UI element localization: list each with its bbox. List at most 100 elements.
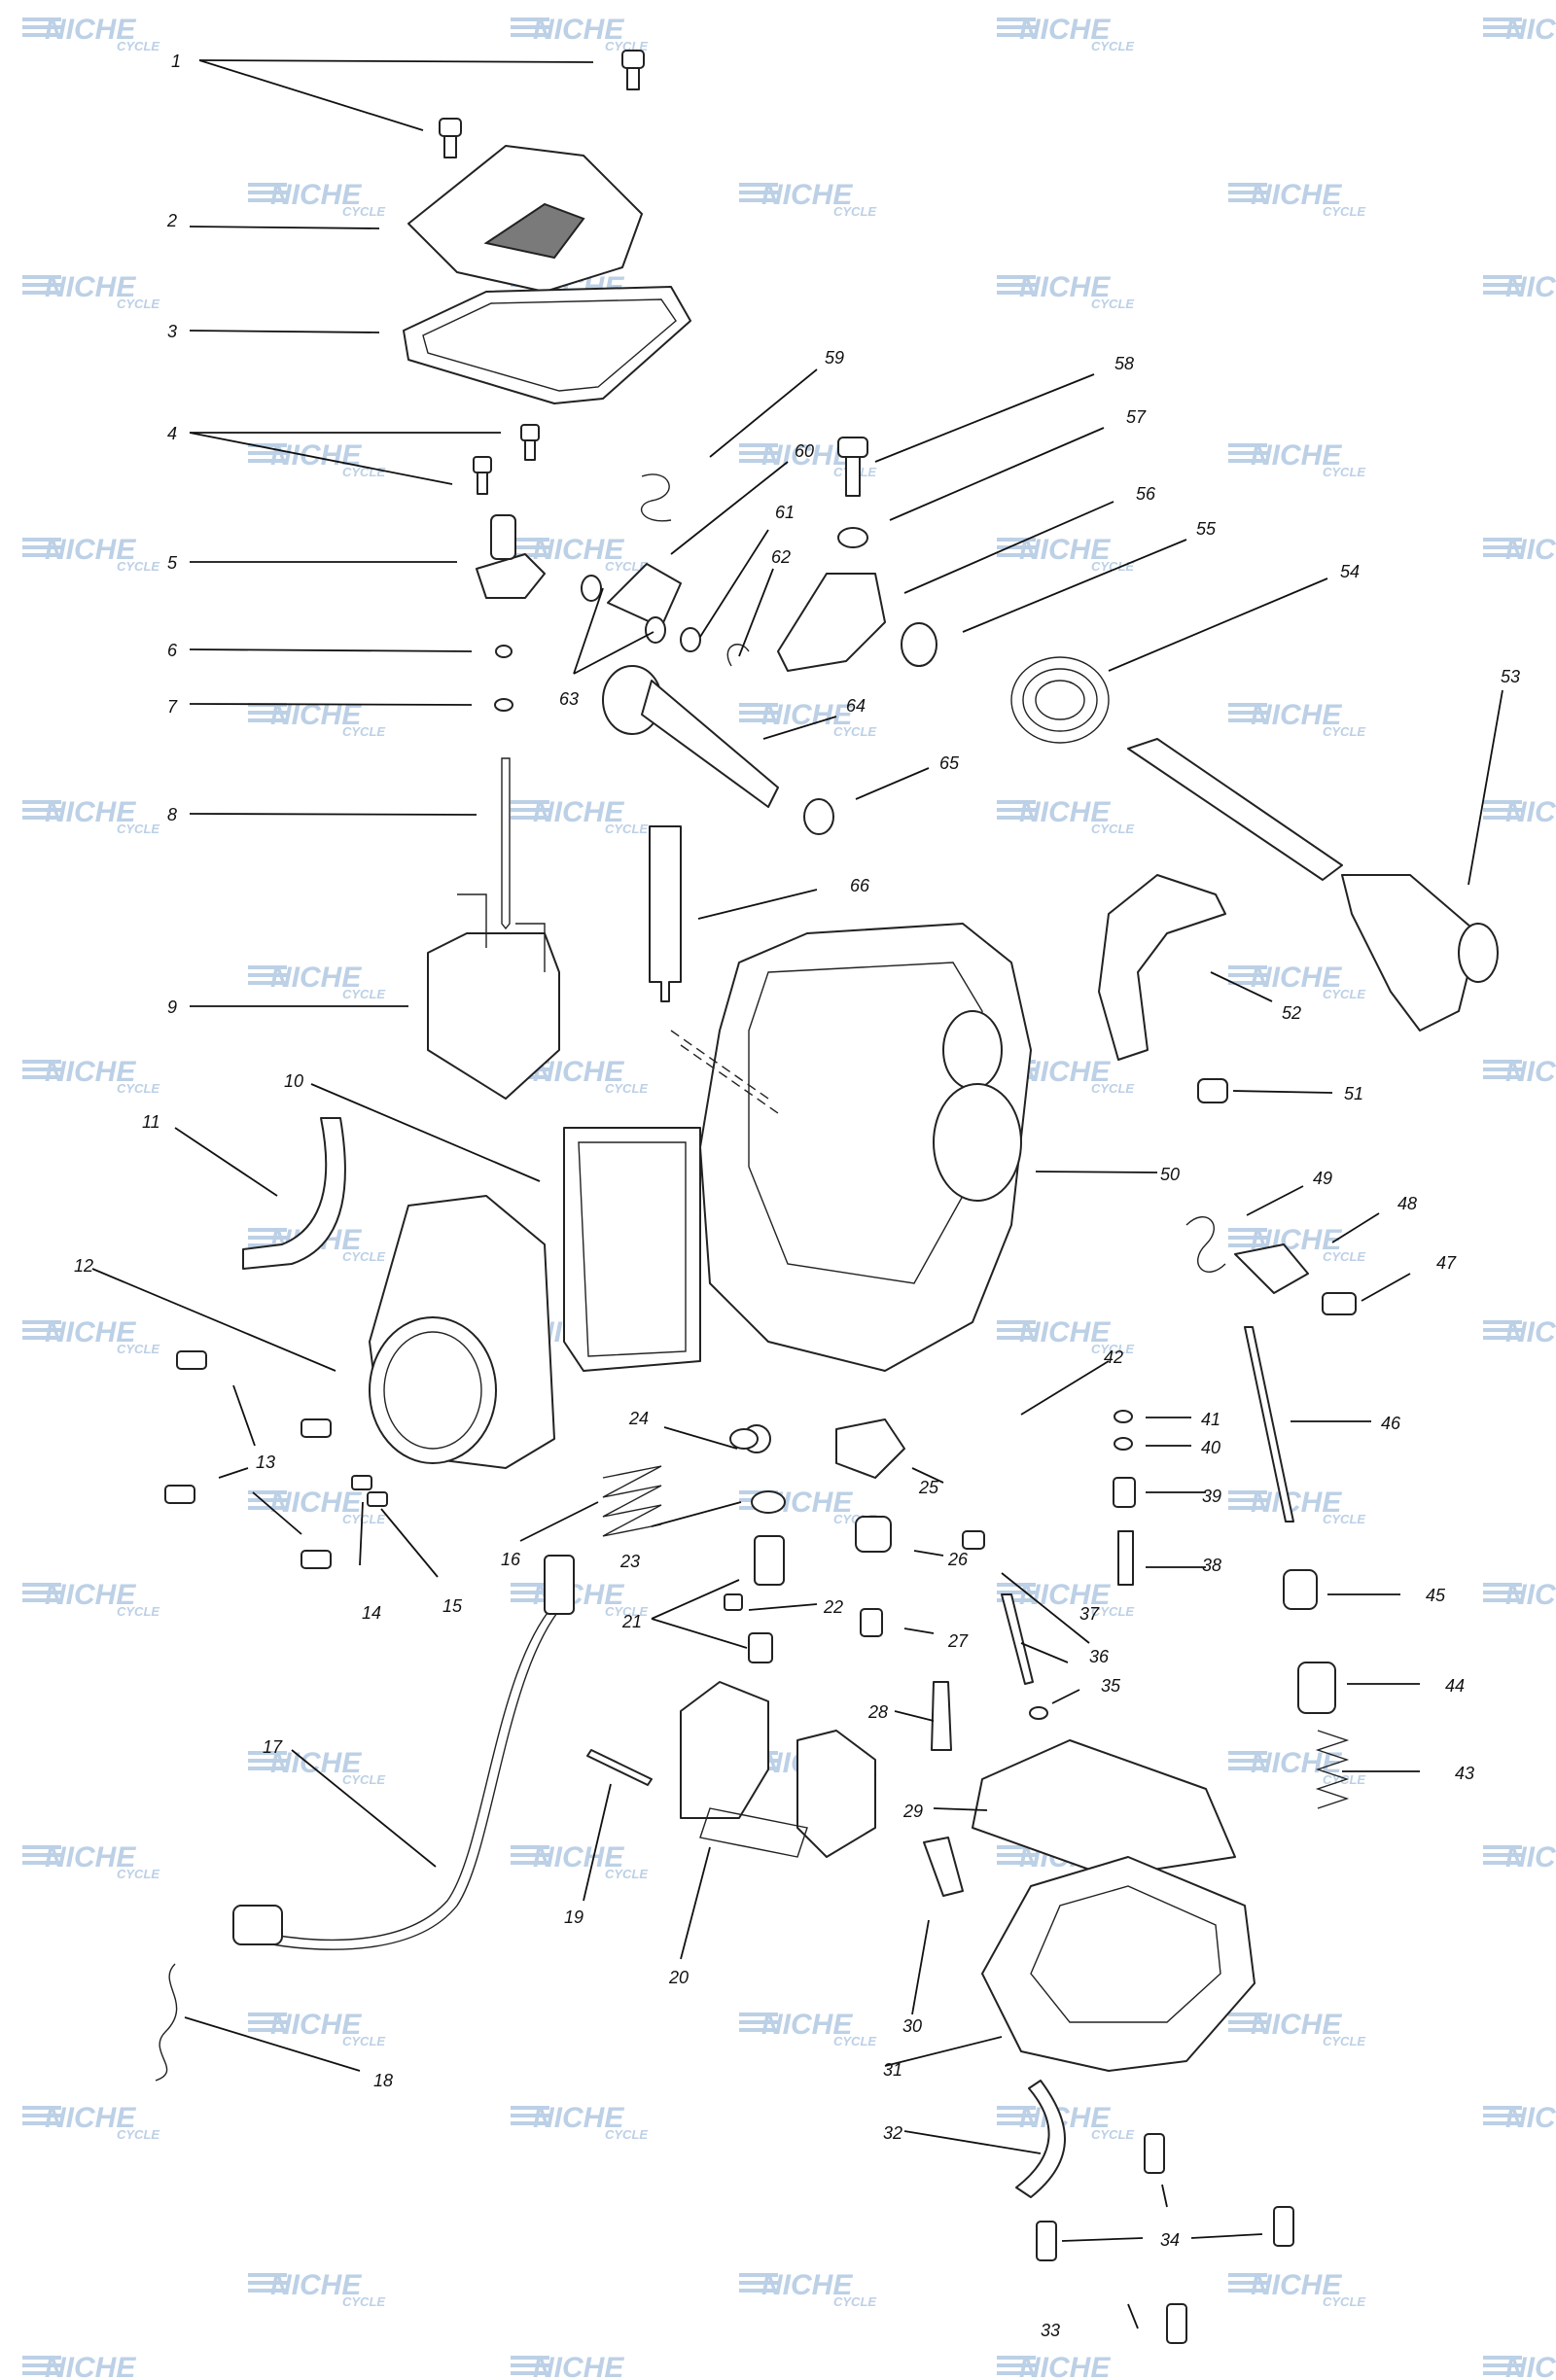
callout-24: 24 [628,1409,649,1428]
watermark-brand: NICHE [45,271,136,303]
part-small-springs [351,1475,388,1507]
watermark-sub: CYCLE [117,1867,159,1881]
watermark-brand: NICHE [45,796,136,828]
watermark-sub: CYCLE [1091,559,1134,574]
callout-3: 3 [167,322,177,341]
callout-31: 31 [883,2060,902,2080]
part-tube-66 [649,825,682,1002]
callout-65: 65 [939,753,960,773]
watermark-sub: CYCLE [342,1512,385,1526]
part-carburetor-body [670,923,1032,1372]
part-linkage-small [1185,1216,1357,1315]
watermark-brand: NICHE [1251,2009,1342,2041]
callout-43: 43 [1455,1764,1474,1783]
callout-54: 54 [1340,562,1360,581]
part-top-cover [407,145,643,293]
part-spring-16 [602,1465,662,1537]
leader-lines [91,59,1503,2329]
callout-11: 11 [142,1112,160,1132]
callout-39: 39 [1202,1487,1221,1506]
part-vent-hose-11 [242,1117,346,1270]
watermark-brand: NICHE [533,14,624,46]
part-choke-plunger [602,665,779,808]
watermark-sub: CYCLE [117,2127,159,2142]
watermark-brand: NICHE [1505,14,1556,46]
callout-26: 26 [947,1550,969,1569]
watermark-brand: NICHE [761,2269,853,2301]
watermark-brand: NICHE [45,1316,136,1348]
watermark-sub: CYCLE [1323,465,1365,479]
callout-40: 40 [1201,1438,1220,1457]
watermark-brand: NICHE [761,179,853,211]
part-drain-screw [923,1837,964,1897]
callout-4: 4 [167,424,177,443]
watermark-sub: CYCLE [117,822,159,836]
watermark-brand: NICHE [270,179,362,211]
watermark-sub: CYCLE [1091,822,1134,836]
part-pilot-screw-set [1001,1410,1350,1809]
watermark-brand: NICHE [1019,271,1111,303]
watermark-sub: CYCLE [1323,2294,1365,2309]
callout-64: 64 [846,696,866,716]
watermark-sub: CYCLE [117,1342,159,1356]
part-clip-set [581,473,750,667]
part-jet-needle [501,757,511,930]
callout-13: 13 [256,1452,275,1472]
watermark-sub: CYCLE [1323,724,1365,739]
callout-15: 15 [442,1596,463,1616]
callout-6: 6 [167,641,178,660]
part-washer [494,698,513,712]
watermark-brand: NICHE [1505,796,1556,828]
callout-numbers: 1 2 3 4 5 6 7 8 9 10 11 12 13 14 15 16 1… [74,52,1520,2340]
part-throttle-shaft [1127,738,1499,1032]
watermark-sub: CYCLE [833,724,876,739]
watermark-sub: CYCLE [117,1604,159,1619]
watermark-brand: NICHE [1251,699,1342,731]
callout-60: 60 [795,441,814,461]
part-screw-top-1 [439,50,645,158]
watermark-brand: NICHE [1019,2102,1111,2134]
part-shaft-spring [1010,656,1110,744]
watermark-brand: NICHE [270,2269,362,2301]
callout-44: 44 [1445,1676,1465,1696]
callout-33: 33 [1041,2321,1060,2340]
part-drain-hose [1015,2080,1066,2198]
callout-37: 37 [1079,1604,1100,1624]
part-o-ring-65 [803,798,834,835]
callout-8: 8 [167,805,177,824]
watermark-brand: NICHE [1505,1316,1556,1348]
callout-66: 66 [850,876,870,895]
watermark-sub: CYCLE [833,2034,876,2048]
watermark-sub: CYCLE [117,1081,159,1096]
callout-57: 57 [1126,407,1147,427]
watermark-sub: CYCLE [605,2127,648,2142]
callout-1: 1 [171,52,181,71]
watermark-sub: CYCLE [117,559,159,574]
watermark-sub: CYCLE [605,1867,648,1881]
watermark-sub: CYCLE [605,2377,648,2380]
watermark-sub: CYCLE [342,2034,385,2048]
callout-25: 25 [918,1478,939,1497]
